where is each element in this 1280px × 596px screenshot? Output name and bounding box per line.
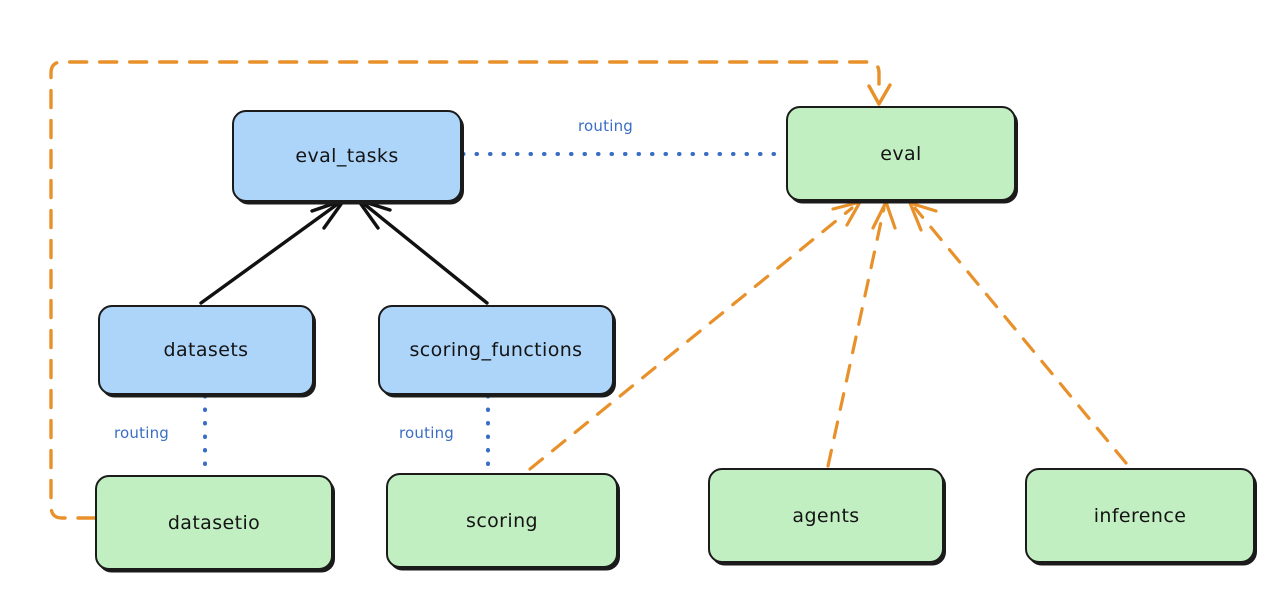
edge-datasetio-eval-arrowhead [867,83,892,106]
edge-datasetio-eval [49,60,881,520]
node-datasets-label: datasets [163,339,249,361]
node-datasets[interactable]: datasets [98,305,314,395]
edge-agents-eval [826,206,886,468]
edge-label-routing-eval: routing [578,117,633,135]
node-scoring-label: scoring [466,509,538,532]
edge-label-routing-scoring: routing [399,424,454,442]
node-eval-label: eval [880,142,922,165]
node-inference-label: inference [1093,504,1187,527]
edge-inference-eval-arrowhead [908,201,938,232]
node-eval-tasks[interactable]: eval_tasks [232,110,462,202]
node-datasetio[interactable]: datasetio [95,475,333,570]
edge-scoring-eval-arrowhead [831,200,862,227]
node-scoring-functions-label: scoring_functions [409,339,583,361]
node-eval-tasks-label: eval_tasks [295,145,399,167]
edge-inference-eval [913,206,1128,465]
edge-scoring_functions-eval_tasks-arrowhead [356,198,392,230]
node-agents[interactable]: agents [708,468,944,563]
node-scoring[interactable]: scoring [386,473,618,568]
edge-scoring_functions-eval_tasks [361,201,489,305]
edge-datasets-eval_tasks-arrowhead [310,198,346,230]
node-inference[interactable]: inference [1025,468,1255,563]
node-agents-label: agents [792,504,860,527]
edge-datasets-eval_tasks [199,201,341,305]
node-eval[interactable]: eval [786,106,1016,201]
node-scoring-functions[interactable]: scoring_functions [378,305,614,395]
edge-label-routing-datasets: routing [114,424,169,442]
node-datasetio-label: datasetio [167,511,261,534]
edge-agents-eval-arrowhead [871,200,897,230]
